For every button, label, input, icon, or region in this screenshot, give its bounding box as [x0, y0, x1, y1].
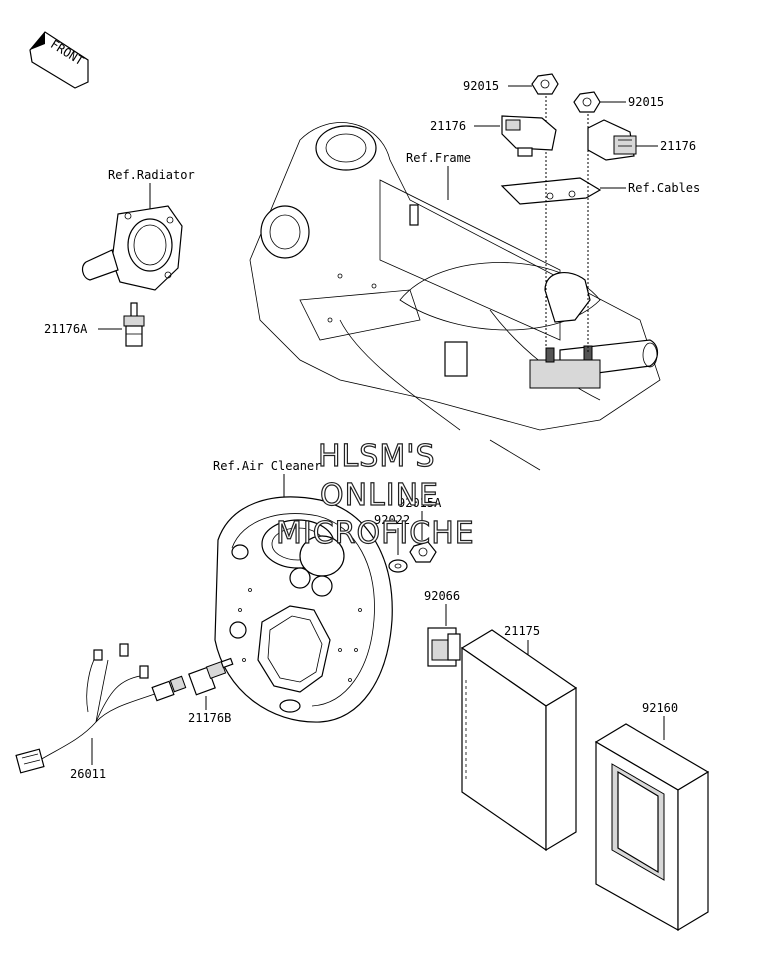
frame-illustration — [249, 122, 661, 471]
sensor-bracket — [500, 177, 602, 205]
front-direction-badge: FRONT — [29, 31, 89, 89]
part-21176B-label: 21176B — [188, 711, 231, 725]
nut-92015-right — [573, 91, 601, 113]
ref-radiator-label: Ref.Radiator — [108, 168, 195, 182]
watermark-line-3: MICROFICHE — [276, 516, 475, 551]
connector-92066 — [427, 627, 461, 667]
part-92160-label: 92160 — [642, 701, 678, 715]
intake-temp-sensor-21176B — [188, 657, 234, 696]
watermark: HLSM'S ONLINE MICROFICHE — [275, 438, 475, 551]
water-temp-sensor-21176A — [123, 302, 145, 347]
part-92015-top-label: 92015 — [463, 79, 499, 93]
air-cleaner-plate — [214, 496, 393, 723]
part-92015-right-label: 92015 — [628, 95, 664, 109]
watermark-line-1: HLSM'S — [318, 439, 436, 474]
map-sensor-21176-right — [587, 119, 637, 161]
map-sensor-21176-left — [501, 115, 557, 157]
ecu-cover-92160 — [594, 723, 710, 932]
part-21176A-label: 21176A — [44, 322, 88, 336]
part-21176-right-label: 21176 — [660, 139, 696, 153]
ref-cables-label: Ref.Cables — [628, 181, 700, 195]
wiring-harness-26011 — [15, 643, 187, 774]
radiator-housing — [81, 205, 183, 291]
part-26011-label: 26011 — [70, 767, 106, 781]
washer-92022 — [388, 559, 408, 573]
ecu-21175 — [460, 629, 578, 852]
part-92015A-label: 92015A — [398, 496, 442, 510]
part-21176-left-label: 21176 — [430, 119, 466, 133]
watermark-line-2: ONLINE — [320, 478, 439, 513]
part-21175-label: 21175 — [504, 624, 540, 638]
ref-air-cleaner-label: Ref.Air Cleaner — [213, 459, 321, 473]
part-92066-label: 92066 — [424, 589, 460, 603]
nut-92015-left — [531, 73, 559, 95]
nut-92015A — [409, 541, 437, 563]
part-92022-label: 92022 — [374, 513, 410, 527]
ref-frame-label: Ref.Frame — [406, 151, 471, 165]
